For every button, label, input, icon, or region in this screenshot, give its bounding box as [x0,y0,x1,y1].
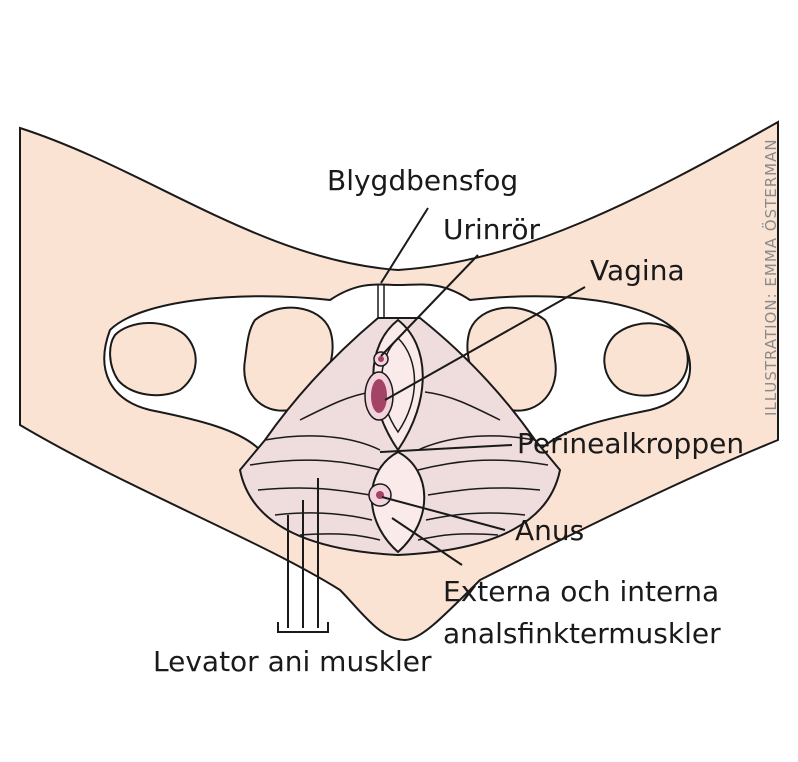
leader-pubic-symphysis [380,207,429,284]
levator-bracket [277,622,329,633]
label-levator: Levator ani muskler [153,645,432,678]
leader-vagina [384,286,586,401]
urethra-opening-core [378,356,384,362]
leader-anus [381,496,506,531]
label-anus: Anus [515,514,584,547]
pubic-symphysis [377,285,385,318]
leader-perineal-body [379,444,513,453]
label-vagina: Vagina [590,254,685,287]
label-urethra: Urinrör [443,213,541,246]
illustration-credit: ILLUSTRATION: EMMA ÖSTERMAN [761,138,780,416]
label-sphincter-line2: analsfinktermuskler [443,617,721,650]
right-ilium [603,322,689,397]
leader-urethra [380,254,479,357]
left-ilium [109,322,197,397]
label-sphincter-line1: Externa och interna [443,575,719,608]
muscle-fibres [249,391,549,541]
leader-sphincter [391,517,463,566]
leader-lines [277,207,586,633]
label-pubic-symphysis: Blygdbensfog [327,164,518,197]
vagina-opening-core [371,379,387,413]
label-perineal-body: Perinealkroppen [517,427,744,460]
